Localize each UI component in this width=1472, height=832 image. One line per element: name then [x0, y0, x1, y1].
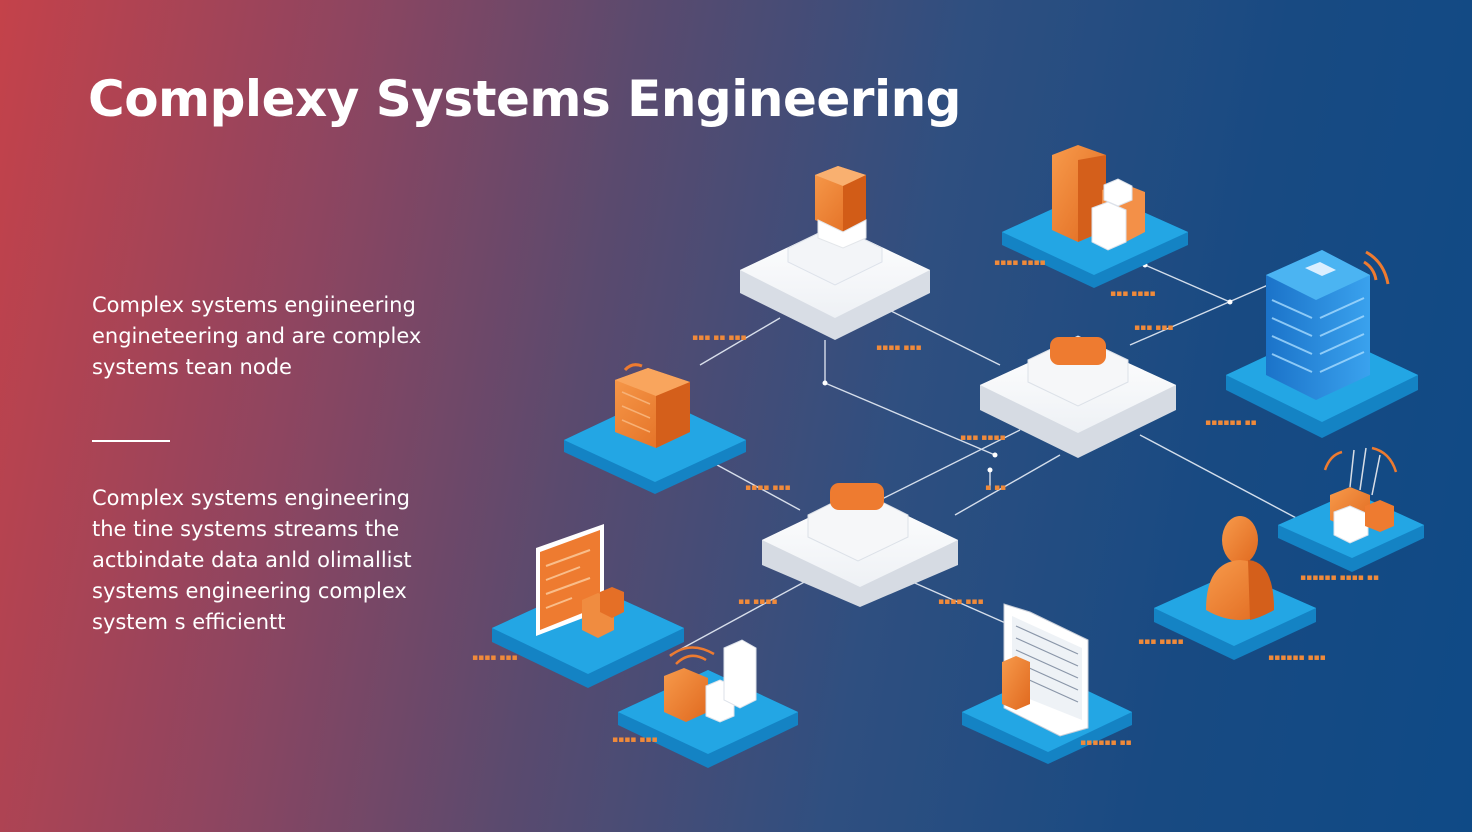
svg-text:▪▪▪▪ ▪▪▪: ▪▪▪▪ ▪▪▪	[745, 483, 791, 493]
hub-center	[980, 335, 1176, 458]
report-platform	[962, 603, 1132, 764]
cabinet-icon	[615, 368, 690, 448]
database-server-icon	[1266, 250, 1370, 400]
detail-line: actbindate data anld olimallist	[92, 548, 412, 572]
svg-text:▪▪▪ ▪▪▪▪: ▪▪▪ ▪▪▪▪	[1110, 289, 1156, 299]
svg-text:▪▪▪▪ ▪▪▪: ▪▪▪▪ ▪▪▪	[876, 343, 922, 353]
wifi-icon	[1363, 250, 1390, 285]
detail-paragraph: Complex systems engineering the tine sys…	[92, 483, 472, 638]
wireless-platform	[1278, 446, 1424, 572]
svg-text:▪▪▪▪ ▪▪▪▪: ▪▪▪▪ ▪▪▪▪	[994, 258, 1046, 268]
hub-top	[740, 166, 930, 340]
detail-line: Complex systems engineering	[92, 486, 410, 510]
chip-icon	[830, 483, 884, 510]
svg-text:▪▪▪ ▪▪▪▪: ▪▪▪ ▪▪▪▪	[1138, 637, 1184, 647]
intro-paragraph: Complex systems engiineering engineteeri…	[92, 290, 472, 383]
user-icon	[1206, 516, 1274, 620]
monitor-platform	[492, 524, 684, 688]
svg-text:▪▪▪▪ ▪▪▪: ▪▪▪▪ ▪▪▪	[472, 653, 518, 663]
divider	[92, 440, 170, 442]
server-platform	[1226, 250, 1418, 438]
antenna-icon	[1323, 446, 1398, 544]
svg-text:▪▪▪ ▪▪▪: ▪▪▪ ▪▪▪	[1134, 323, 1173, 333]
svg-text:▪▪▪▪▪▪ ▪▪: ▪▪▪▪▪▪ ▪▪	[1205, 418, 1257, 428]
chip-icon	[1050, 337, 1106, 365]
intro-line: engineteering and are complex	[92, 324, 422, 348]
svg-text:▪▪▪▪ ▪▪▪: ▪▪▪▪ ▪▪▪	[612, 735, 658, 745]
detail-line: the tine systems streams the	[92, 517, 400, 541]
detail-line: systems engineering complex	[92, 579, 407, 603]
svg-text:▪▪▪ ▪▪▪▪: ▪▪▪ ▪▪▪▪	[960, 433, 1006, 443]
signal-platform	[618, 639, 798, 768]
svg-text:▪▪ ▪▪▪▪: ▪▪ ▪▪▪▪	[738, 597, 777, 607]
svg-text:▪▪▪ ▪▪ ▪▪▪: ▪▪▪ ▪▪ ▪▪▪	[692, 333, 747, 343]
svg-text:▪▪▪▪▪▪ ▪▪▪▪ ▪▪: ▪▪▪▪▪▪ ▪▪▪▪ ▪▪	[1300, 573, 1379, 583]
detail-line: system s efficientt	[92, 610, 286, 634]
hub-lower	[762, 483, 958, 607]
user-platform	[1154, 516, 1316, 660]
intro-line: Complex systems engiineering	[92, 293, 416, 317]
svg-text:▪▪▪▪▪▪ ▪▪▪: ▪▪▪▪▪▪ ▪▪▪	[1268, 653, 1326, 663]
cube-icon	[815, 166, 867, 249]
intro-line: systems tean node	[92, 355, 292, 379]
node-labels: ▪▪▪ ▪▪ ▪▪▪ ▪▪▪▪ ▪▪▪ ▪▪▪▪ ▪▪▪▪ ▪▪▪ ▪▪▪▪ ▪…	[472, 258, 1379, 748]
monitor-icon	[536, 524, 624, 638]
page-title: Complexy Systems Engineering	[88, 70, 961, 128]
storage-platform	[564, 363, 746, 494]
svg-text:▪▪▪▪▪▪ ▪▪: ▪▪▪▪▪▪ ▪▪	[1080, 738, 1132, 748]
signal-icon	[664, 639, 757, 723]
svg-text:▪ ▪▪: ▪ ▪▪	[985, 483, 1006, 493]
stacked-boxes-icon	[1052, 145, 1145, 251]
warehouse-platform	[1002, 145, 1188, 288]
document-icon	[1002, 603, 1089, 737]
svg-text:▪▪▪▪ ▪▪▪: ▪▪▪▪ ▪▪▪	[938, 597, 984, 607]
